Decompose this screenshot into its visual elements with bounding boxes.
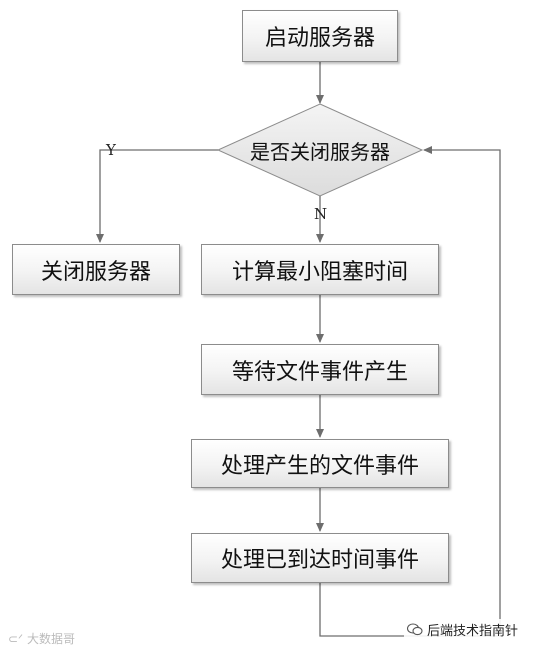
- node-compute-min-blocking-time: 计算最小阻塞时间: [201, 244, 439, 295]
- wechat-icon: [406, 623, 423, 636]
- watermark-logo-icon: ⊂ᐟ: [8, 632, 24, 646]
- brand-signature: 后端技术指南针: [404, 619, 522, 640]
- watermark-text: 大数据哥: [26, 632, 75, 646]
- node-process-time-events: 处理已到达时间事件: [191, 533, 449, 583]
- edge-label-yes: Y: [106, 141, 116, 159]
- edge-label-no: N: [314, 205, 328, 223]
- node-shutdown-server: 关闭服务器: [12, 244, 180, 295]
- node-start-server: 启动服务器: [242, 10, 398, 62]
- watermark: ⊂ᐟ 大数据哥: [8, 630, 75, 647]
- node-process-file-events: 处理产生的文件事件: [191, 439, 449, 488]
- brand-text: 后端技术指南针: [427, 624, 519, 639]
- arrow-decision-to-shutdown: [96, 149, 218, 243]
- node-wait-file-events: 等待文件事件产生: [201, 344, 439, 395]
- node-decision-shutdown-check: 是否关闭服务器: [250, 139, 390, 164]
